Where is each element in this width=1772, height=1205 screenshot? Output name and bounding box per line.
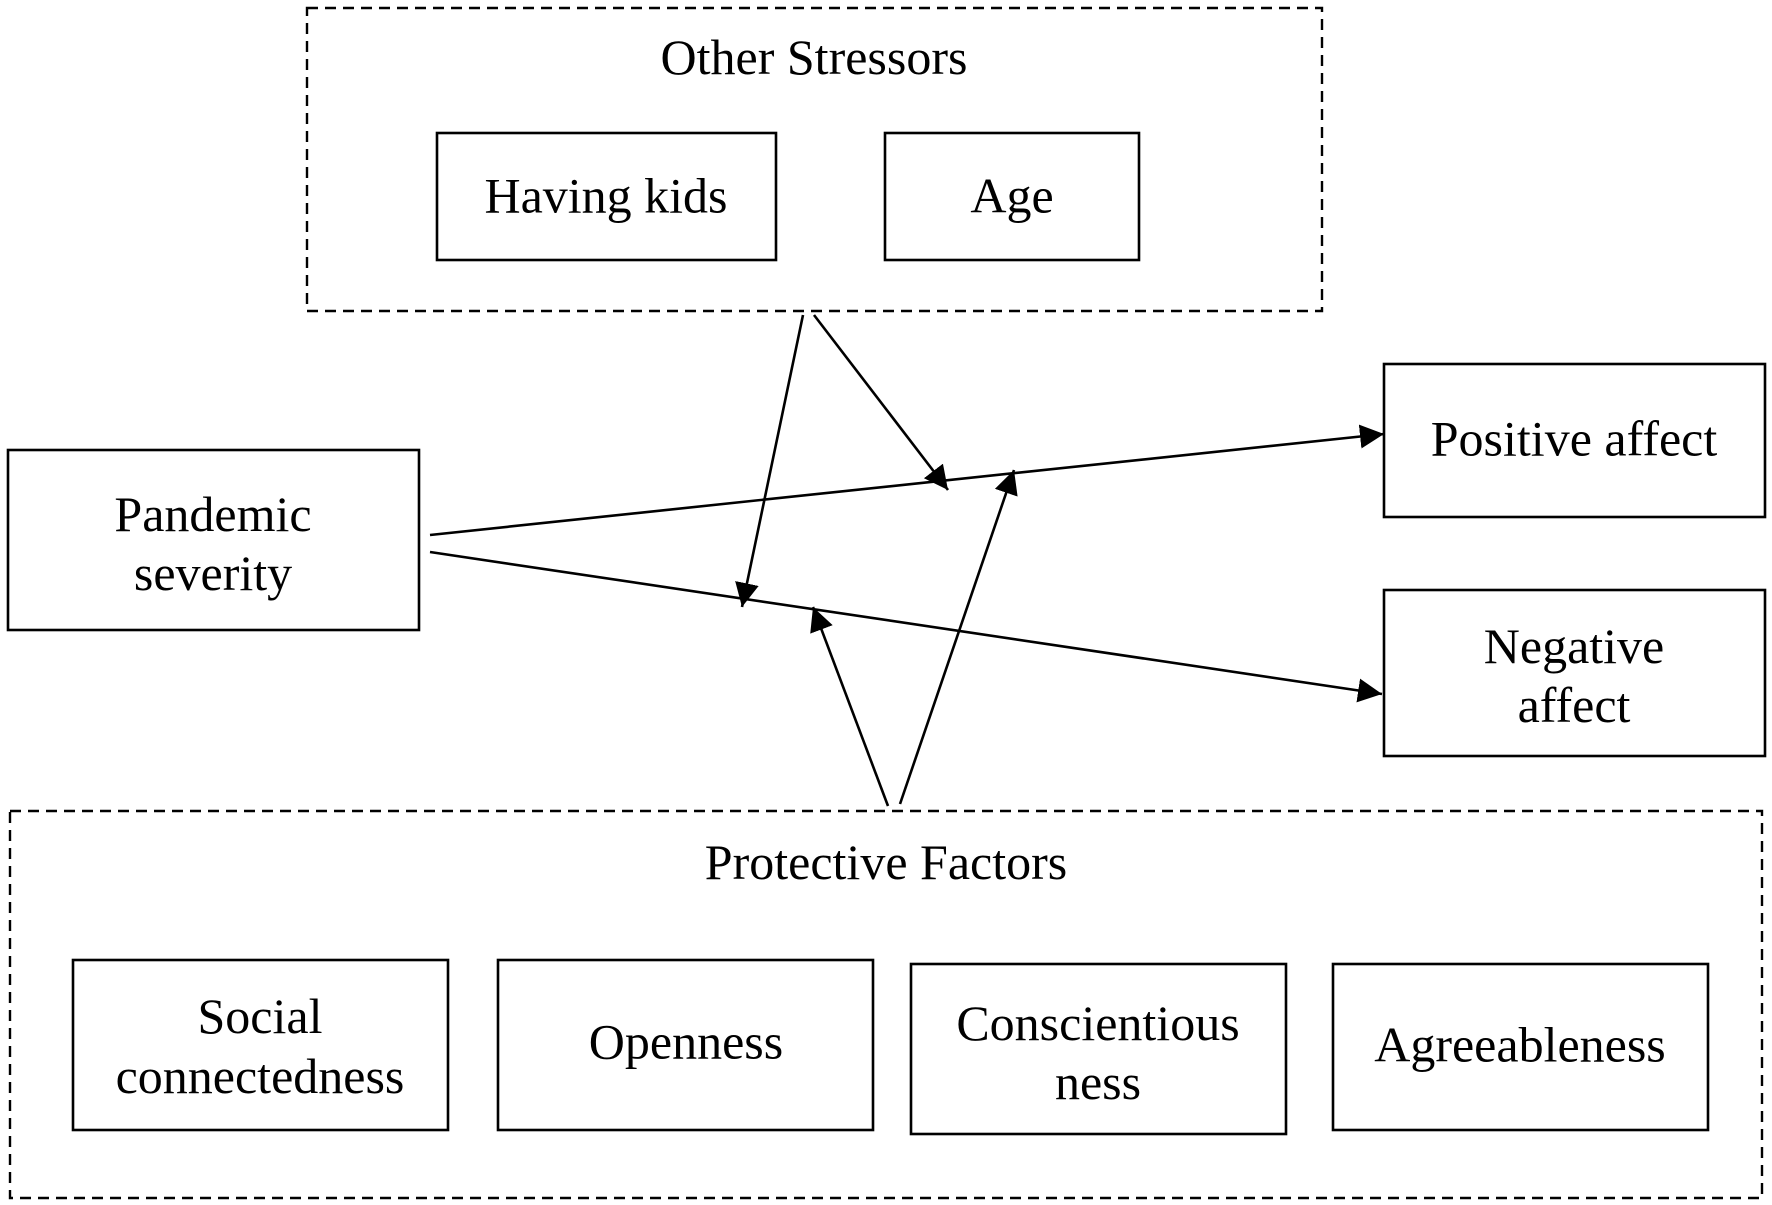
- age-label: Age: [970, 167, 1053, 223]
- agreeableness-node: Agreeableness: [1331, 962, 1710, 1132]
- main-paths: [429, 424, 1385, 703]
- positive-affect-label: Positive affect: [1431, 410, 1718, 466]
- other-stressors-title: Other Stressors: [661, 29, 968, 85]
- conscientiousness-node: Conscientious ness: [909, 962, 1288, 1136]
- conscientiousness-label-line2: ness: [1055, 1054, 1141, 1110]
- openness-node: Openness: [496, 958, 875, 1132]
- negative-affect-label-line1: Negative: [1484, 618, 1664, 674]
- other-stressors-container: [305, 6, 1324, 313]
- having-kids-label: Having kids: [484, 167, 727, 223]
- agreeableness-label: Agreeableness: [1374, 1016, 1666, 1072]
- positive-affect-node: Positive affect: [1382, 362, 1767, 519]
- protective-factors-group: Protective Factors Social connectedness …: [8, 809, 1764, 1200]
- other-stressors-group: Other Stressors Having kids Age: [305, 6, 1324, 313]
- stressors-moderates-positive-path: [812, 314, 950, 491]
- social-connectedness-label-line2: connectedness: [116, 1048, 405, 1104]
- openness-label: Openness: [589, 1013, 783, 1069]
- conscientiousness-label-line1: Conscientious: [956, 995, 1239, 1051]
- pandemic-severity-label-line2: severity: [134, 545, 292, 601]
- negative-affect-node: Negative affect: [1382, 588, 1767, 758]
- moderation-arrows: [735, 314, 1018, 807]
- path-severity-to-negative-affect: [429, 550, 1383, 703]
- protective-factors-title: Protective Factors: [705, 834, 1067, 890]
- pandemic-severity-node: Pandemic severity: [6, 448, 421, 632]
- negative-affect-label-line2: affect: [1518, 677, 1631, 733]
- having-kids-node: Having kids: [435, 131, 778, 262]
- protective-factors-container: [8, 809, 1764, 1200]
- age-node: Age: [883, 131, 1141, 262]
- protective-moderates-negative-path: [810, 606, 890, 807]
- protective-moderates-positive-path: [898, 469, 1018, 805]
- path-severity-to-positive-affect: [429, 424, 1385, 537]
- social-connectedness-node: Social connectedness: [71, 958, 450, 1132]
- social-connectedness-label-line1: Social: [198, 988, 323, 1044]
- stressors-moderates-negative-path: [735, 314, 805, 608]
- pandemic-severity-label-line1: Pandemic: [114, 486, 311, 542]
